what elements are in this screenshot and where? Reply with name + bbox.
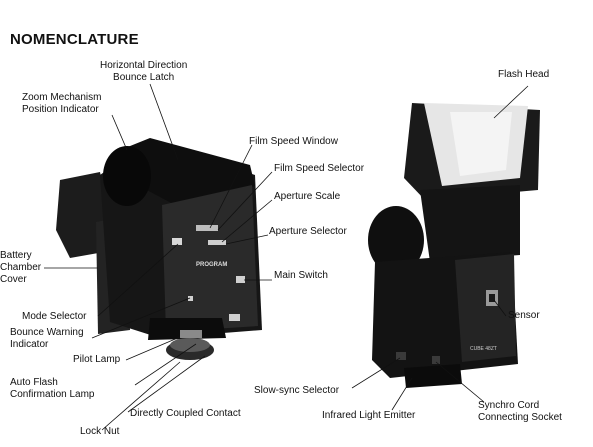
leader-lines [44, 83, 529, 431]
right-flash-unit: CUBE 48ZT [368, 103, 540, 388]
label-sensor: Sensor [508, 310, 540, 321]
label-flash-head: Flash Head [498, 69, 550, 80]
aperture-scale-shape [208, 240, 226, 245]
leader-direct-contact [127, 355, 206, 413]
mount-block [148, 318, 226, 340]
label-main-switch: Main Switch [274, 270, 328, 281]
leader-film-speed-window [209, 144, 253, 229]
leader-mode-selector [97, 243, 179, 317]
leader-synchro-socket [435, 361, 485, 403]
zoom-dial-shape [103, 146, 151, 206]
lock-nut-top [170, 338, 210, 352]
leader-slow-sync [351, 357, 401, 389]
page-title: NOMENCLATURE [10, 31, 139, 48]
label-infrared-light-emitter: Infrared Light Emitter [322, 410, 416, 421]
label-zoom-mechanism-position-indicator: Zoom Mechanism Position Indicator [22, 92, 102, 115]
foot-shape [404, 364, 462, 388]
label-slow-sync-selector: Slow-sync Selector [254, 385, 340, 396]
leader-bounce-warning [91, 297, 191, 339]
leader-lock-nut [101, 361, 181, 431]
head-top [120, 138, 255, 205]
label-mode-selector: Mode Selector [22, 311, 87, 322]
main-switch-shape [236, 276, 245, 283]
neck-shape [420, 185, 520, 262]
label-aperture-selector: Aperture Selector [269, 226, 347, 237]
mode-selector-switch [172, 238, 182, 245]
label-film-speed-selector: Film Speed Selector [274, 163, 365, 174]
leader-flash-head [493, 85, 529, 119]
leader-aperture-selector [225, 234, 269, 245]
leader-sensor [493, 299, 507, 317]
left-flash-unit: PROGRAM [56, 138, 262, 360]
leader-infrared [391, 377, 413, 411]
flash-lens-highlight [450, 112, 512, 176]
label-lock-nut: Lock Nut [80, 426, 120, 437]
label-aperture-scale: Aperture Scale [274, 191, 341, 202]
brand-marking: CUBE 48ZT [470, 346, 497, 352]
sensor-window [489, 294, 495, 302]
label-auto-flash-confirmation-lamp: Auto Flash Confirmation Lamp [10, 377, 95, 400]
label-bounce-warning-indicator: Bounce Warning Indicator [10, 327, 84, 350]
control-panel-face [162, 185, 258, 332]
label-film-speed-window: Film Speed Window [249, 136, 338, 147]
leader-zoom-indicator [111, 114, 128, 151]
battery-side-block [56, 172, 106, 258]
label-horizontal-direction-bounce-latch: Horizontal Direction Bounce Latch [100, 60, 188, 83]
body-side-face [455, 254, 516, 362]
indicator-dot [188, 296, 193, 301]
label-synchro-cord-connecting-socket: Synchro Cord Connecting Socket [478, 400, 562, 423]
film-speed-window-shape [196, 225, 218, 231]
hot-shoe-shape [180, 330, 202, 338]
leader-pilot-lamp [125, 336, 181, 361]
program-marking: PROGRAM [196, 262, 227, 268]
slow-sync-selector-shape [396, 352, 406, 360]
label-directly-coupled-contact: Directly Coupled Contact [130, 408, 241, 419]
leader-film-speed-selector [217, 171, 273, 231]
leader-auto-flash [134, 343, 197, 386]
dial-shape [368, 206, 424, 274]
leader-horizontal-bounce-latch [149, 83, 179, 161]
pilot-lamp-shape [229, 314, 240, 321]
synchro-socket-shape [432, 356, 440, 364]
label-battery-chamber-cover: Battery Chamber Cover [0, 250, 42, 285]
leader-aperture-scale [221, 199, 273, 243]
label-pilot-lamp: Pilot Lamp [73, 354, 121, 365]
